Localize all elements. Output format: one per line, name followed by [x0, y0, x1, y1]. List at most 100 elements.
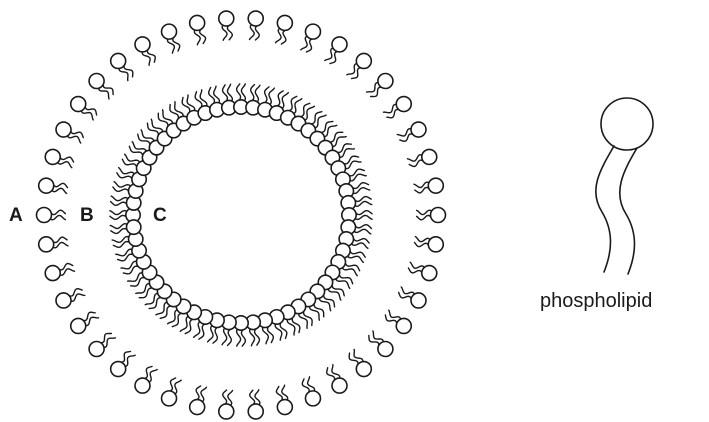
outer-lipid-head	[39, 237, 54, 252]
outer-lipid	[276, 15, 293, 44]
outer-lipid-head	[39, 178, 54, 193]
outer-lipid-tail	[414, 182, 429, 187]
inner-lipid-tail	[123, 266, 139, 274]
outer-lipid-head	[37, 208, 52, 223]
inner-lipid-tail	[342, 268, 357, 276]
outer-lipid-head	[162, 24, 177, 39]
outer-lipid-tail	[417, 210, 432, 214]
inner-lipid-tail	[113, 242, 130, 248]
outer-lipid-head	[411, 122, 426, 137]
label-a: A	[9, 205, 23, 226]
outer-lipid	[276, 385, 292, 414]
outer-lipid-tail	[387, 109, 400, 117]
inner-lipid-tail	[343, 156, 359, 164]
inner-phospholipid-layer	[110, 84, 372, 346]
inner-lipid-tail	[250, 329, 255, 346]
outer-lipid-tail	[104, 338, 116, 348]
outer-lipid-head	[111, 362, 126, 377]
outer-lipid-head	[56, 122, 71, 137]
outer-lipid-tail	[354, 349, 363, 361]
outer-lipid-head	[396, 318, 411, 333]
inner-lipid-tail	[222, 328, 227, 345]
outer-lipid	[219, 390, 234, 419]
outer-lipid-tail	[201, 387, 207, 401]
phospholipid-tail-left	[596, 146, 614, 272]
outer-lipid-tail	[119, 68, 128, 80]
inner-lipid-tail	[264, 87, 269, 103]
inner-lipid-tail	[182, 97, 190, 113]
outer-lipid-tail	[149, 369, 157, 382]
inner-lipid-tail	[110, 224, 127, 229]
outer-lipid-tail	[50, 210, 65, 214]
outer-lipid-head	[89, 341, 104, 356]
outer-lipid-head	[248, 404, 263, 419]
inner-lipid-tail	[353, 238, 369, 243]
inner-lipid-tail	[315, 115, 326, 128]
outer-lipid-head	[71, 318, 86, 333]
outer-lipid-tail	[223, 390, 227, 405]
outer-lipid	[385, 310, 411, 333]
outer-lipid	[45, 264, 74, 281]
outer-lipid-tail	[228, 390, 233, 405]
outer-lipid-head	[135, 37, 150, 52]
outer-lipid-head	[219, 404, 234, 419]
outer-lipid	[248, 390, 263, 419]
outer-lipid	[325, 37, 347, 64]
outer-lipid	[219, 11, 234, 40]
outer-lipid-head	[356, 53, 371, 68]
outer-lipid-tail	[68, 289, 82, 296]
inner-lipid	[112, 232, 143, 248]
outer-lipid-head	[89, 74, 104, 89]
outer-lipid-head	[190, 15, 205, 30]
outer-lipid	[301, 24, 321, 52]
outer-lipid-tail	[276, 387, 282, 402]
outer-lipid-tail	[81, 111, 93, 120]
outer-lipid	[39, 237, 68, 252]
outer-lipid-head	[277, 400, 292, 415]
inner-lipid-tail	[351, 243, 367, 248]
outer-lipid-tail	[373, 331, 383, 342]
outer-lipid-tail	[227, 25, 232, 40]
outer-lipid	[397, 122, 426, 141]
inner-lipid-tail	[125, 154, 140, 162]
inner-lipid-tail	[348, 256, 364, 262]
outer-lipid-head	[45, 266, 60, 281]
outer-lipid-tail	[417, 215, 432, 219]
inner-lipid-tail	[168, 310, 178, 324]
phospholipid-model	[596, 98, 653, 274]
outer-lipid-tail	[196, 386, 201, 400]
outer-lipid	[367, 74, 393, 97]
inner-lipid-tail	[132, 142, 146, 152]
inner-lipid-tail	[336, 279, 350, 289]
inner-lipid-tail	[156, 302, 167, 315]
inner-lipid-tail	[111, 202, 128, 206]
inner-lipid-tail	[141, 130, 154, 141]
outer-lipid-head	[71, 97, 86, 112]
outer-lipid-tail	[249, 25, 254, 40]
outer-lipid	[408, 262, 436, 280]
inner-lipid-tail	[355, 211, 372, 215]
inner-lipid-tail	[228, 329, 232, 346]
inner-lipid-tail	[355, 225, 372, 229]
inner-lipid	[110, 220, 141, 234]
phospholipid-tail-right	[620, 148, 637, 274]
inner-lipid-tail	[255, 328, 260, 345]
outer-lipid	[369, 331, 393, 356]
inner-lipid-tail	[241, 84, 245, 101]
outer-lipid-tail	[276, 28, 282, 42]
inner-lipid-tail	[255, 85, 260, 102]
inner-lipid-tail	[110, 215, 127, 219]
outer-lipid-head	[428, 237, 443, 252]
outer-lipid-tail	[50, 215, 65, 219]
outer-lipid-head	[431, 208, 446, 223]
inner-lipid-tail	[237, 329, 241, 346]
outer-lipid	[135, 366, 157, 393]
inner-lipid-tail	[292, 317, 300, 333]
outer-lipid-head	[135, 378, 150, 393]
outer-lipid-tail	[401, 287, 414, 294]
outer-lipid	[39, 178, 68, 193]
outer-lipid	[135, 37, 155, 65]
outer-lipid-head	[190, 400, 205, 415]
inner-lipid-tail	[251, 85, 255, 102]
label-b: B	[80, 205, 94, 226]
